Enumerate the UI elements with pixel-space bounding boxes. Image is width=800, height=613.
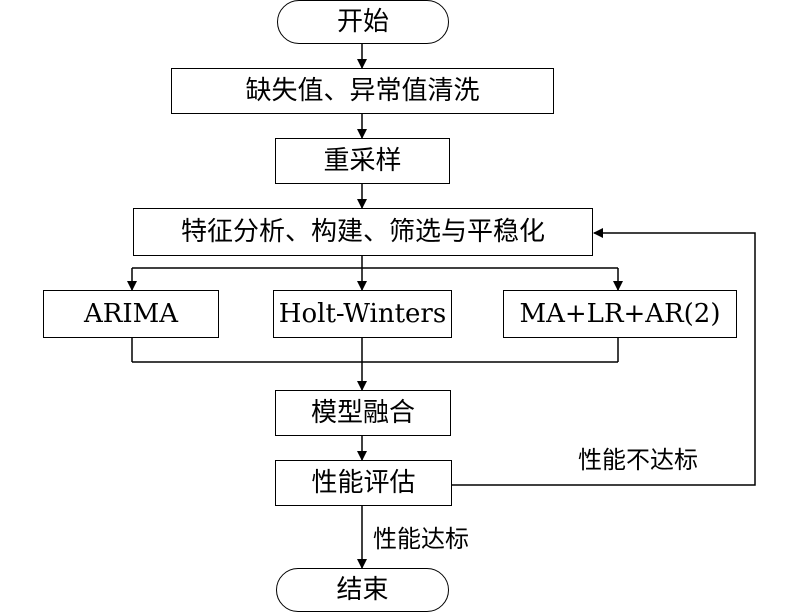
model-fusion-node: 模型融合 (275, 390, 451, 436)
end-node-label: 结束 (336, 575, 389, 605)
ma-lr-ar-node: MA+LR+AR(2) (503, 290, 737, 338)
feedback-loop-arrow (452, 228, 756, 486)
ma-lr-ar-node-label: MA+LR+AR(2) (519, 299, 721, 329)
evaluation-node-label: 性能评估 (311, 468, 416, 498)
holt-winters-node: Holt-Winters (273, 290, 452, 338)
feature-engineering-node-label: 特征分析、构建、筛选与平稳化 (180, 217, 545, 247)
model-fusion-node-label: 模型融合 (310, 398, 415, 428)
cleaning-node-label: 缺失值、异常值清洗 (245, 76, 480, 106)
cleaning-node: 缺失值、异常值清洗 (171, 68, 554, 114)
holt-winters-node-label: Holt-Winters (278, 299, 447, 329)
edge-label-met: 性能达标 (373, 525, 469, 553)
arima-node-label: ARIMA (83, 299, 179, 329)
start-node-label: 开始 (336, 7, 389, 37)
start-node: 开始 (277, 0, 449, 44)
edge-label-not-met: 性能不达标 (578, 446, 698, 474)
arima-node: ARIMA (43, 290, 219, 338)
end-node: 结束 (276, 568, 449, 612)
feature-engineering-node: 特征分析、构建、筛选与平稳化 (133, 208, 593, 256)
resampling-node-label: 重采样 (323, 146, 402, 176)
resampling-node: 重采样 (275, 138, 450, 184)
evaluation-node: 性能评估 (275, 460, 452, 506)
